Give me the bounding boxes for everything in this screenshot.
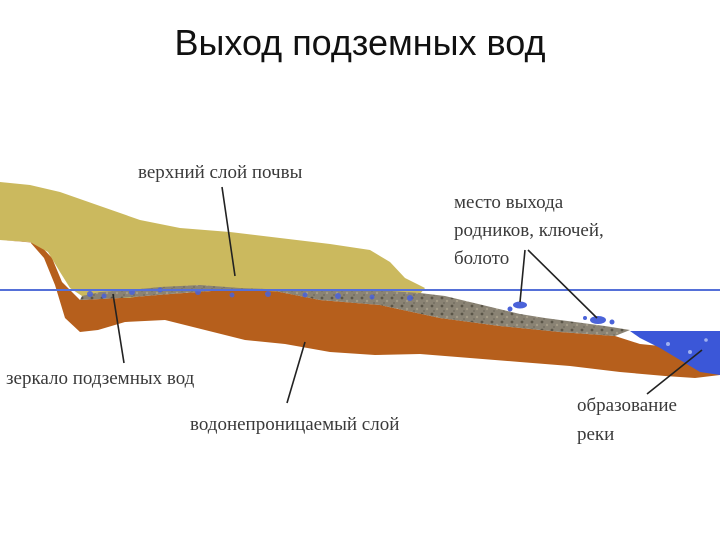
water-table-pointer [112, 293, 125, 364]
river-pointer [646, 349, 703, 395]
spring-label-line1: место выхода [454, 192, 564, 213]
impermeable-label: водонепроницаемый слой [190, 414, 399, 435]
spring-pointer-2 [527, 249, 598, 319]
spring-pointer-1 [519, 249, 526, 303]
water-table-label: зеркало подземных вод [6, 368, 195, 389]
slide-title: Выход подземных вод [174, 22, 546, 63]
spring-label-line2: родников, ключей, [454, 220, 604, 241]
spring-points [507, 301, 615, 325]
impermeable-layer [0, 240, 720, 378]
impermeable-pointer [286, 341, 306, 404]
river-label-line2: реки [577, 424, 614, 445]
river-highlights [666, 338, 708, 354]
topsoil-pointer [221, 186, 236, 277]
spring-label-line3: болото [454, 248, 509, 269]
river [630, 331, 720, 375]
topsoil-label: верхний слой почвы [138, 162, 303, 183]
river-label-line1: образование [577, 395, 677, 416]
topsoil-layer [0, 182, 425, 298]
aquifer-layer [80, 285, 630, 336]
